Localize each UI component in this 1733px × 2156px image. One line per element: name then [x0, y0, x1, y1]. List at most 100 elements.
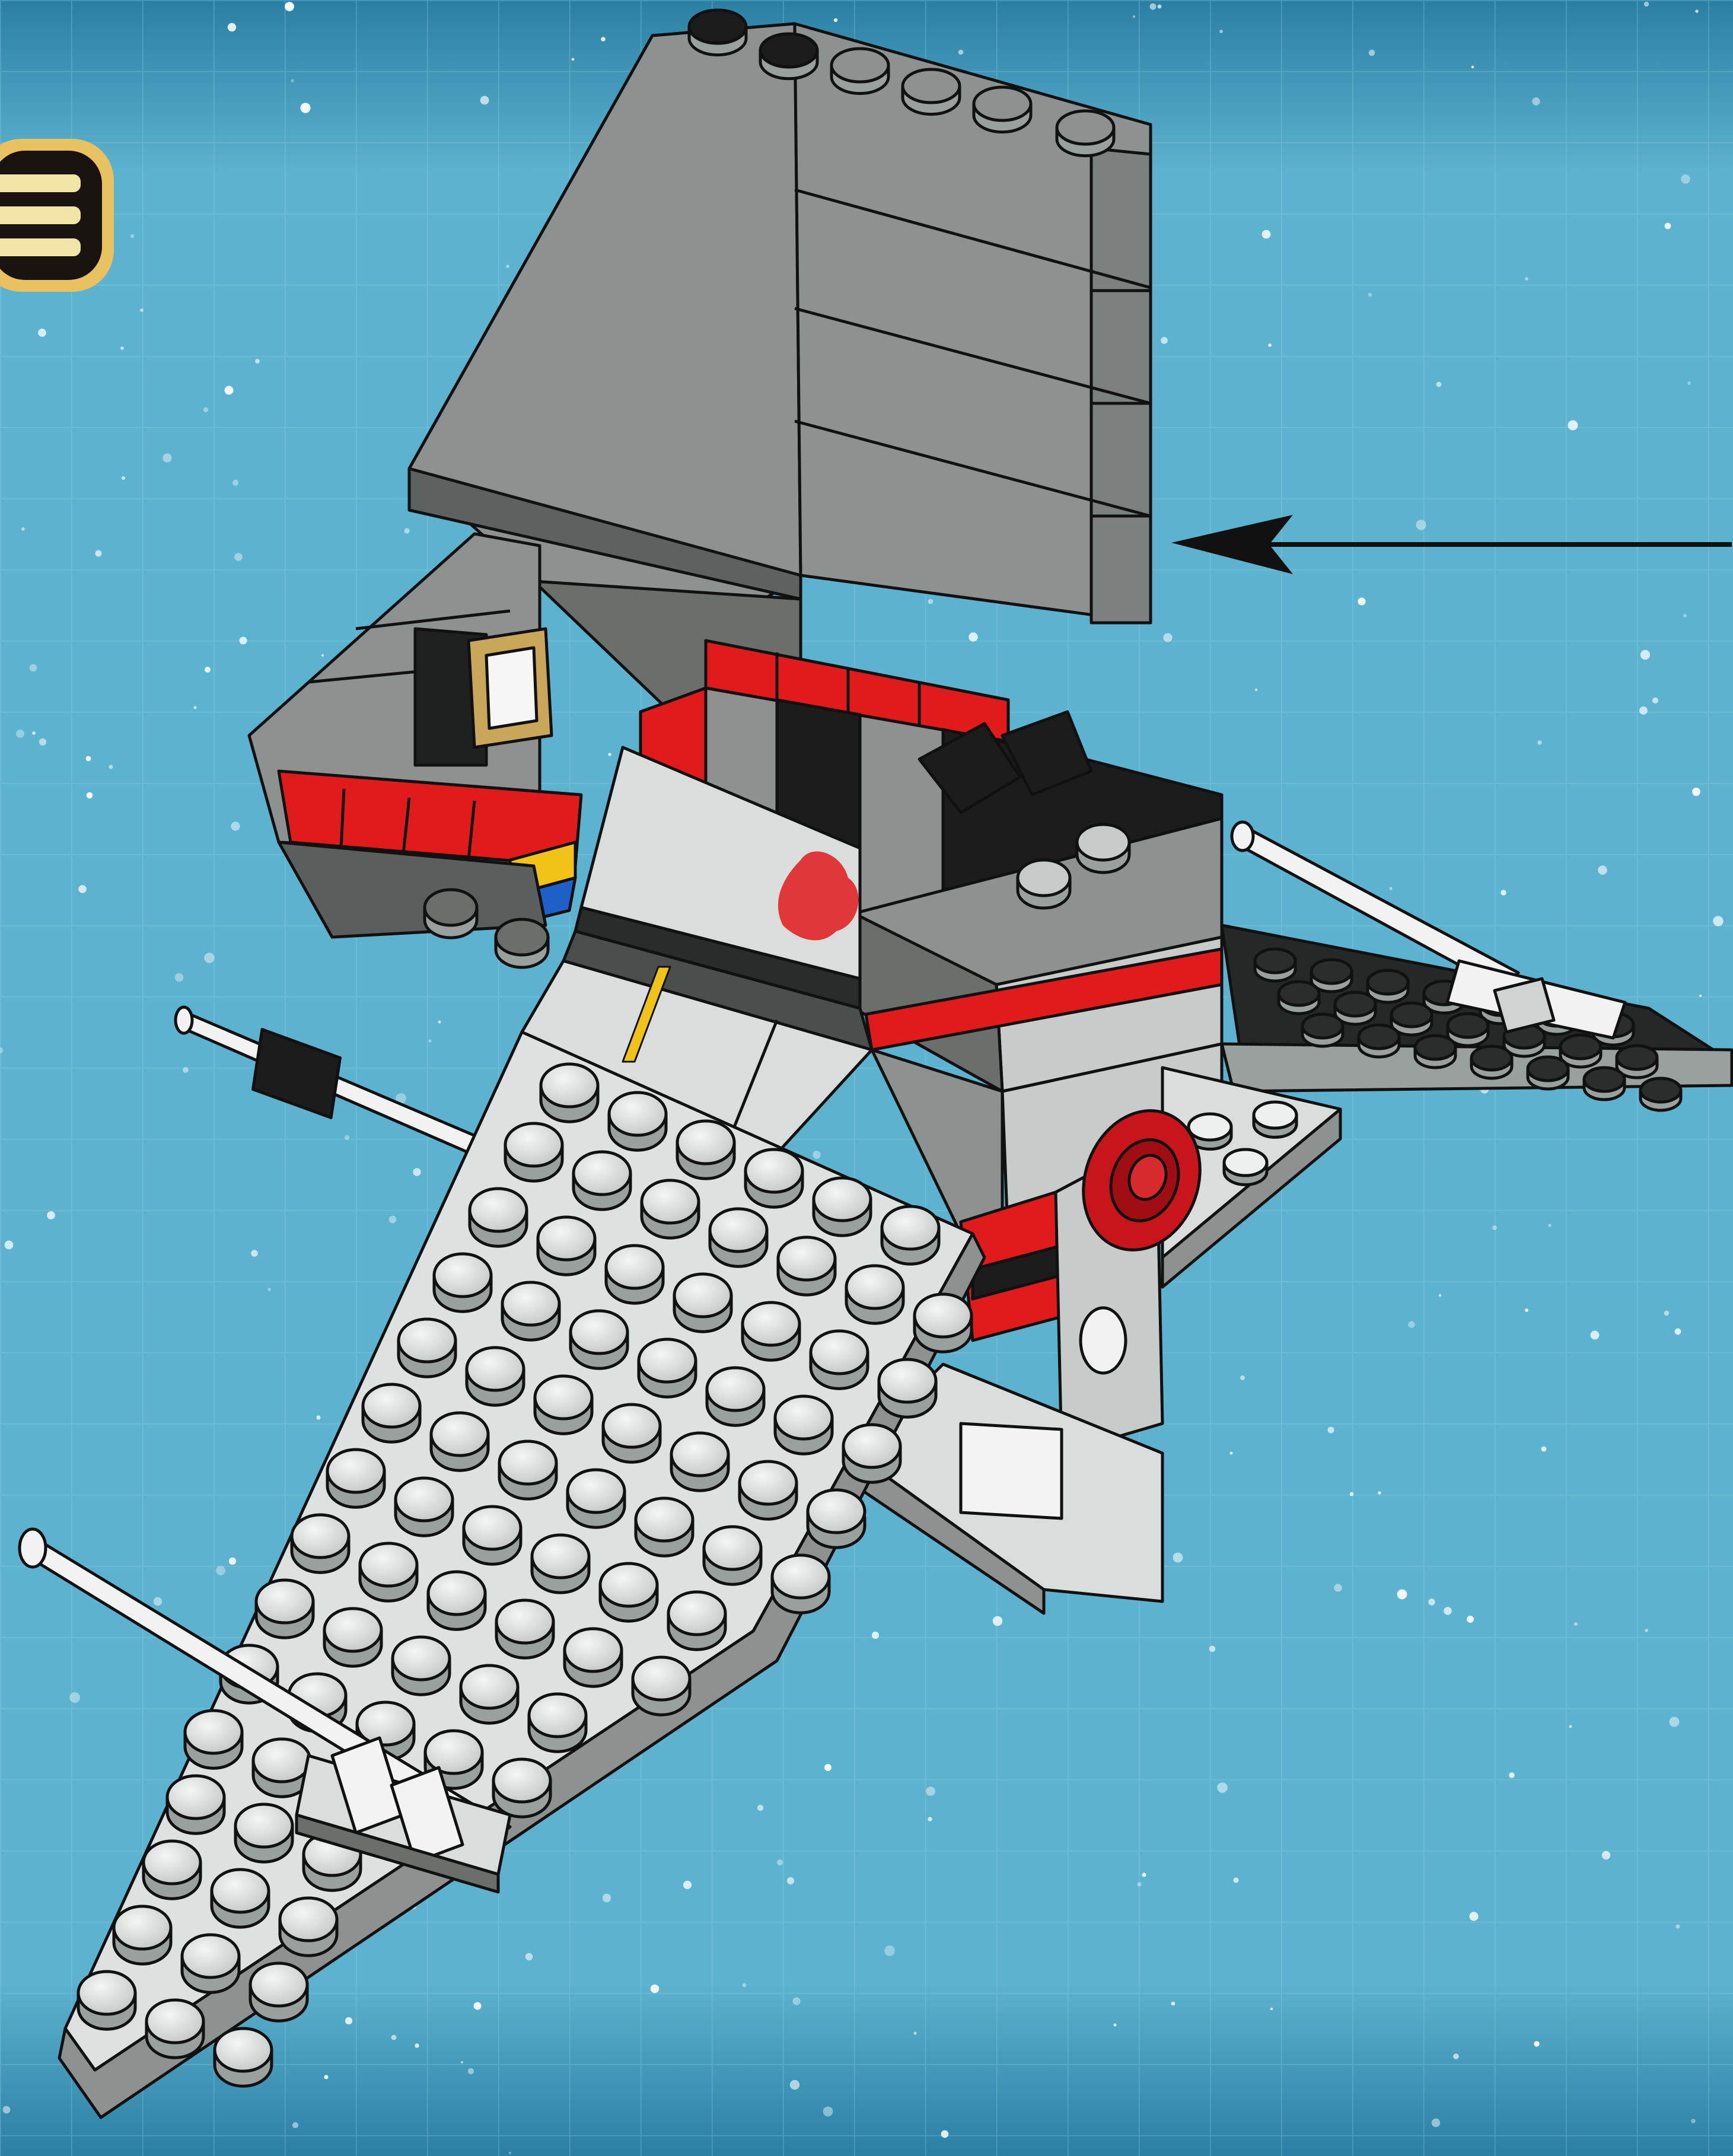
star — [872, 1632, 879, 1639]
wing-stud — [642, 1180, 699, 1238]
wing-stud — [674, 1274, 731, 1332]
menu-button[interactable] — [0, 135, 142, 298]
fin-stud — [974, 87, 1031, 132]
star — [86, 756, 91, 762]
star — [391, 2035, 397, 2040]
star — [229, 1558, 236, 1565]
menu-icon — [0, 174, 81, 256]
wing-stud — [743, 1302, 799, 1360]
star — [1369, 50, 1375, 56]
wing-stud — [571, 1311, 627, 1368]
right-wing-stud — [1640, 1078, 1681, 1110]
star — [1334, 1584, 1342, 1592]
wing-stud — [710, 1209, 767, 1266]
star — [1639, 706, 1648, 715]
star — [1691, 2119, 1696, 2123]
wing-stud — [78, 1972, 135, 2029]
wing-stud — [292, 1515, 349, 1572]
wing-stud — [538, 1217, 595, 1275]
star — [216, 1566, 225, 1575]
star — [1209, 1646, 1216, 1652]
star — [1389, 887, 1392, 890]
star — [3, 2106, 11, 2114]
star — [413, 1168, 420, 1176]
star — [1240, 1375, 1245, 1380]
star — [1525, 277, 1528, 281]
star — [183, 1067, 189, 1073]
star — [345, 1135, 349, 1140]
star — [193, 706, 196, 709]
star — [1255, 689, 1257, 691]
star — [292, 2122, 298, 2128]
star — [601, 37, 606, 42]
wing-stud — [915, 1294, 971, 1352]
wing-stud — [324, 1609, 381, 1666]
star — [1358, 597, 1365, 605]
right-wing-stud — [1255, 949, 1295, 981]
star — [941, 2130, 949, 2138]
star — [1408, 1321, 1415, 1328]
wing-stud — [772, 1555, 829, 1613]
star — [232, 480, 238, 486]
star — [345, 2017, 352, 2024]
wing-stud — [327, 1450, 384, 1507]
wing-stud — [146, 2000, 203, 2058]
star — [1268, 343, 1272, 347]
star — [824, 1764, 832, 1771]
star — [1675, 1924, 1680, 1928]
star — [1171, 2002, 1175, 2006]
wing-stud — [393, 1637, 450, 1695]
star — [228, 23, 236, 31]
star — [1713, 916, 1723, 926]
star — [21, 527, 25, 531]
wing-stud — [496, 1600, 553, 1658]
wing-stud — [535, 1376, 592, 1434]
wing-stud — [704, 1527, 761, 1584]
star — [1416, 520, 1426, 530]
star — [47, 1211, 55, 1219]
star — [1644, 2, 1649, 7]
star — [823, 2107, 833, 2117]
star — [1471, 66, 1474, 68]
star — [38, 329, 46, 337]
star — [1467, 1616, 1474, 1623]
star — [1699, 995, 1702, 997]
fin-stud — [1057, 111, 1114, 156]
star — [958, 50, 964, 55]
wing-stud — [396, 1478, 453, 1536]
wing-stud — [185, 1711, 242, 1768]
star — [1574, 1622, 1578, 1626]
star — [572, 58, 575, 61]
plate-stud — [1254, 1102, 1296, 1137]
star — [389, 1216, 397, 1224]
star — [525, 1953, 533, 1960]
wing-stud — [493, 1759, 550, 1817]
star — [240, 637, 247, 645]
cockpit-stud — [496, 919, 548, 967]
star — [1378, 1491, 1381, 1494]
wing-stud — [499, 1441, 556, 1499]
plate-stud — [1224, 1149, 1267, 1184]
star — [1444, 1607, 1452, 1615]
wing-stud — [428, 1572, 485, 1629]
right-wing-stud — [1584, 1068, 1624, 1100]
star — [231, 821, 240, 830]
star — [285, 2, 294, 11]
star — [1598, 865, 1607, 875]
star — [429, 1040, 432, 1043]
star — [69, 1692, 80, 1703]
wing-stud — [541, 1064, 598, 1122]
star — [926, 1786, 935, 1796]
cockpit-stud — [1077, 824, 1129, 872]
star — [1428, 1598, 1435, 1605]
wing-stud — [814, 1178, 871, 1235]
star — [1142, 1872, 1146, 1877]
star — [969, 632, 977, 641]
star — [1270, 2008, 1273, 2010]
star — [1163, 633, 1172, 642]
star — [87, 792, 93, 799]
star — [291, 79, 294, 82]
wing-stud — [502, 1282, 559, 1340]
star — [1432, 2119, 1441, 2128]
